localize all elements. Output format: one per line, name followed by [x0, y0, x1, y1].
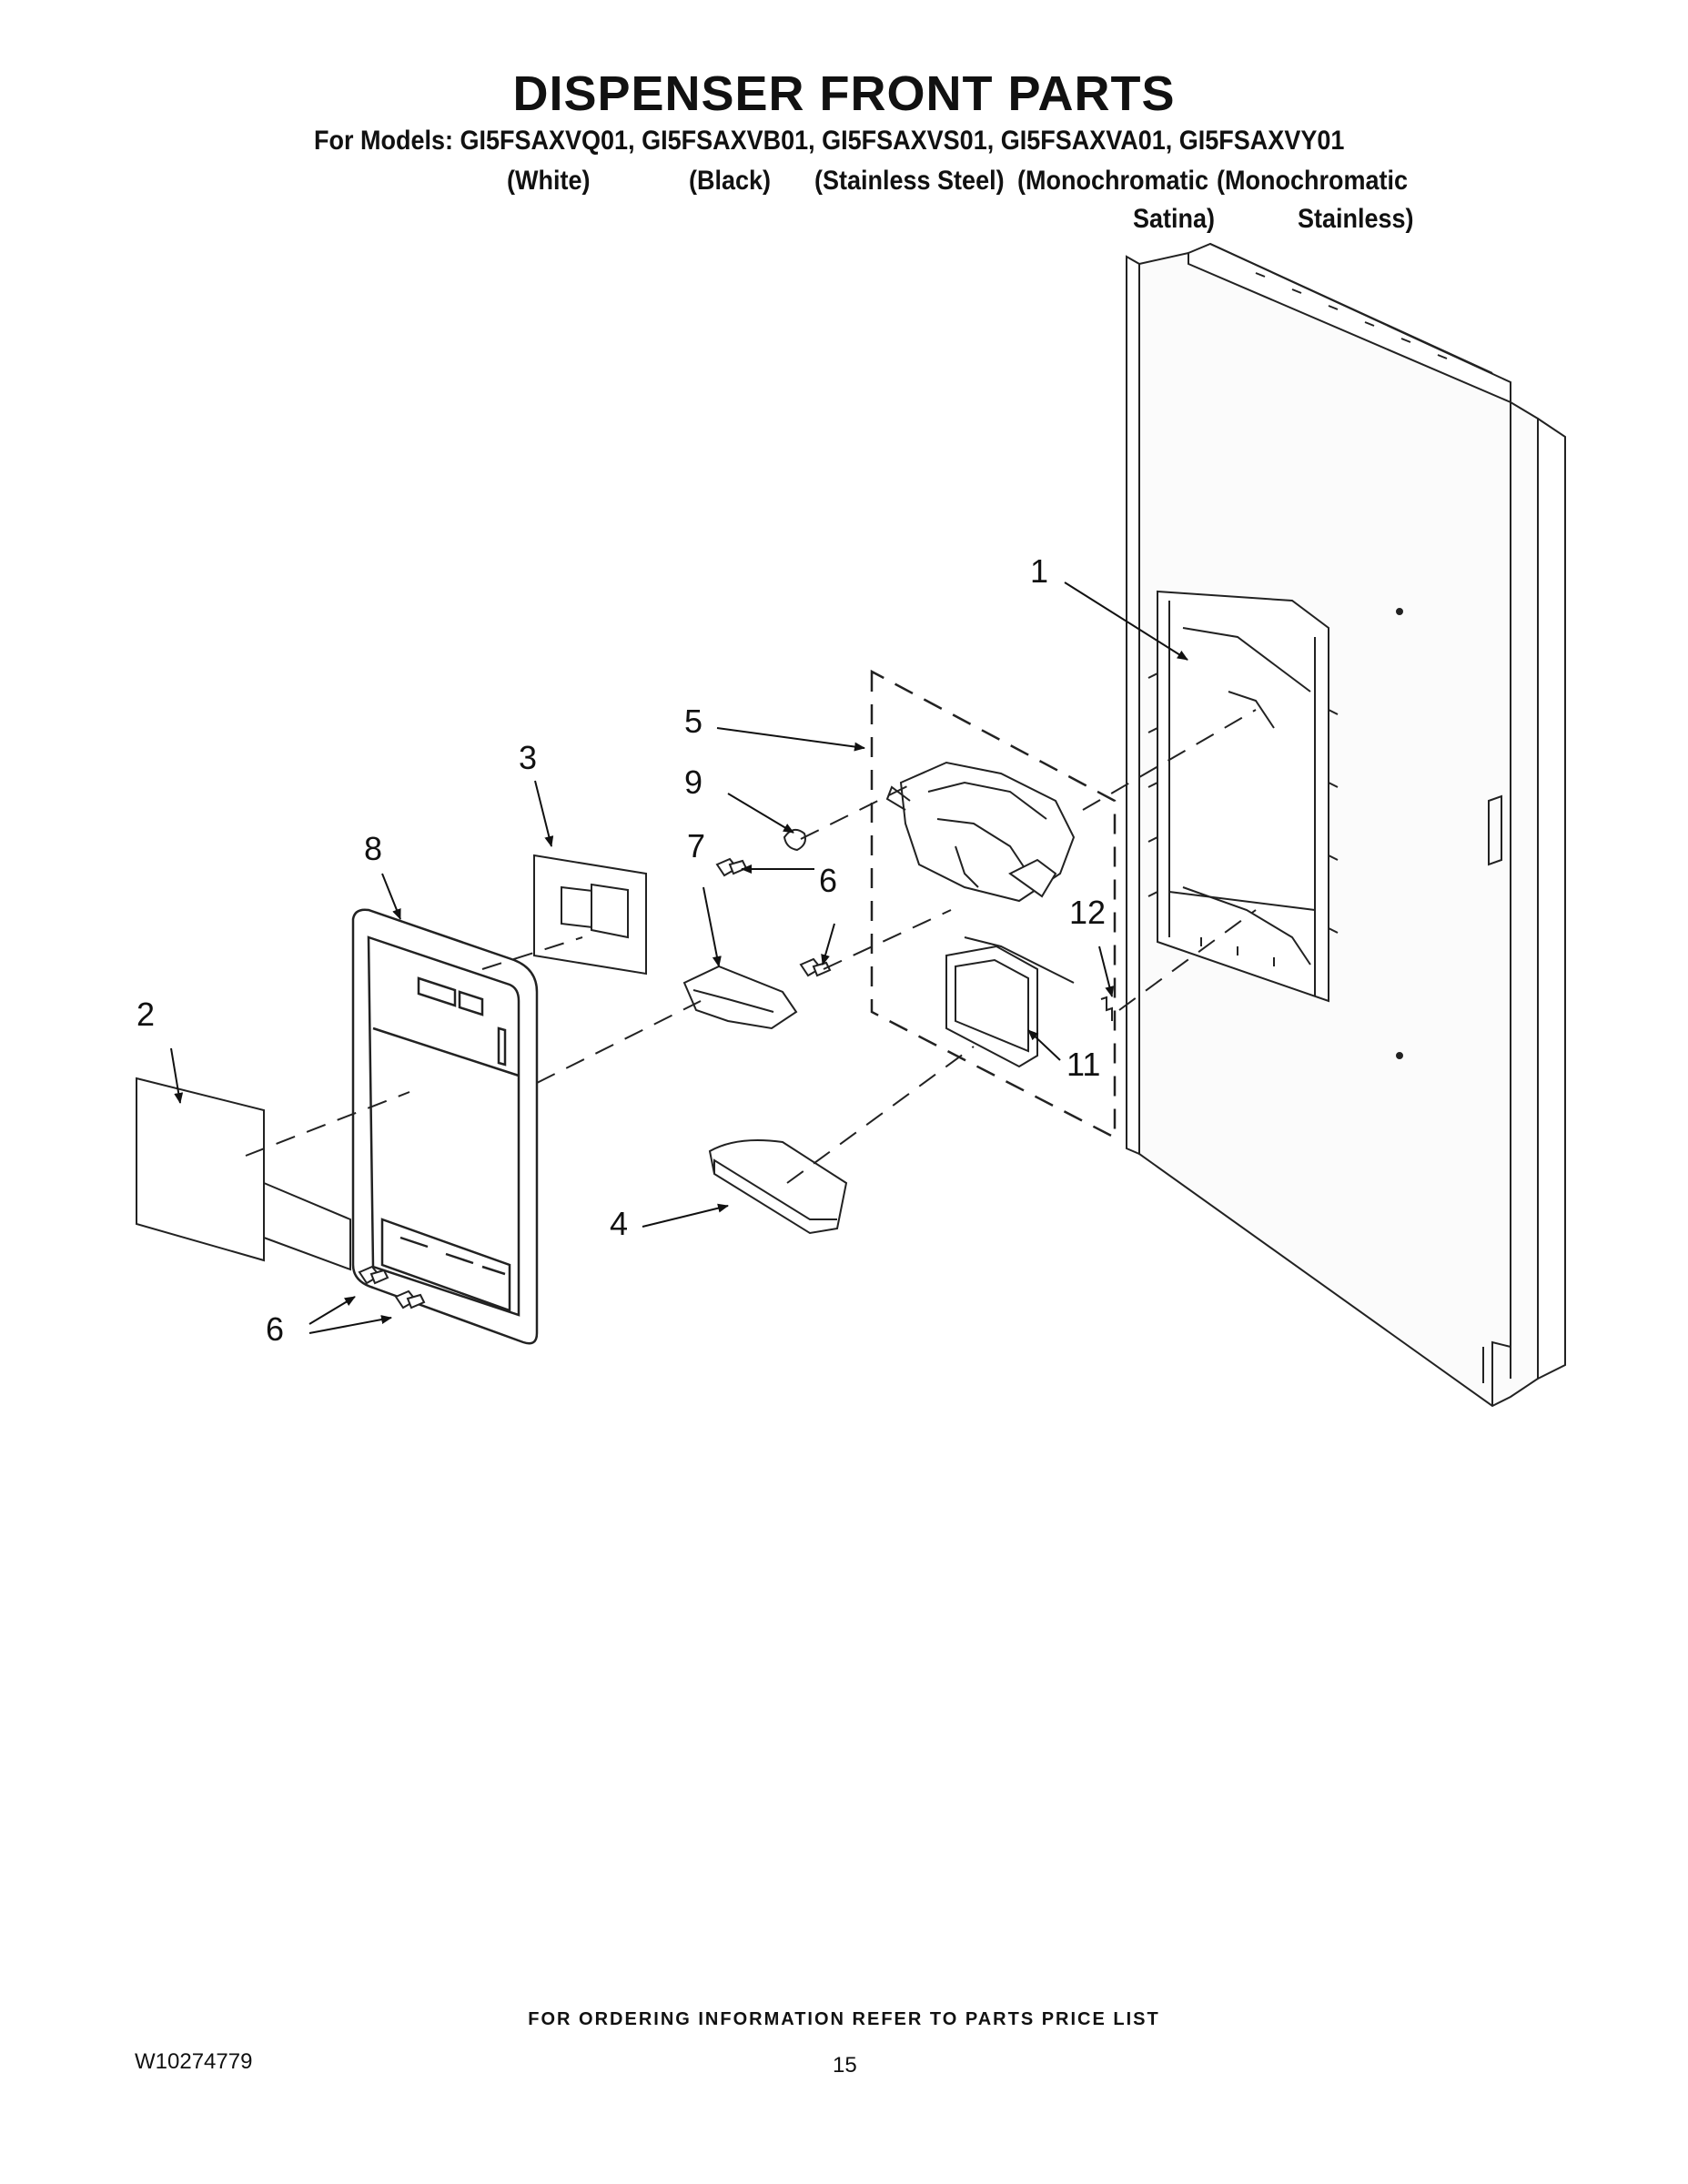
ordering-note: FOR ORDERING INFORMATION REFER TO PARTS …: [528, 2009, 1160, 2029]
part-3-control-board: [533, 854, 647, 976]
callout-leaders: [170, 581, 1188, 1334]
screw-upper-right: [799, 957, 832, 977]
screw-lower-right: [394, 1289, 426, 1309]
part-12-spring: [1100, 996, 1113, 1021]
callout-11: 11: [1066, 1046, 1101, 1083]
callout-9: 9: [684, 763, 703, 801]
door-panel: [1126, 242, 1566, 1408]
callout-12: 12: [1069, 894, 1107, 931]
document-number: W10274779: [135, 2049, 253, 2074]
variant-mono-stainless-line2: Stainless): [1298, 204, 1414, 234]
callout-3: 3: [519, 739, 538, 776]
callout-6-lower: 6: [266, 1310, 285, 1348]
variant-black: (Black): [689, 166, 772, 196]
alignment-lines: [245, 709, 1257, 1184]
callout-2: 2: [136, 996, 156, 1033]
part-11-paddle: [945, 936, 1075, 1068]
callout-5: 5: [684, 703, 703, 740]
models-line: For Models: GI5FSAXVQ01, GI5FSAXVB01, GI…: [314, 126, 1345, 156]
screw-upper-left: [715, 857, 748, 877]
variant-stainless-steel: (Stainless Steel): [814, 166, 1005, 196]
part-7-chute: [682, 965, 798, 1030]
part-8-frame: [351, 908, 539, 1345]
callout-6-upper: 6: [819, 862, 838, 899]
callout-8: 8: [364, 830, 383, 867]
page-number: 15: [833, 2053, 857, 2078]
callout-4: 4: [610, 1205, 629, 1242]
part-2-cover: [136, 1077, 351, 1271]
screw-lower-left: [358, 1265, 389, 1285]
part-4-drip-tray: [708, 1138, 848, 1235]
part-5-module: [885, 761, 1076, 903]
callout-7: 7: [687, 827, 706, 864]
variant-mono-stainless-line1: (Monochromatic: [1217, 166, 1409, 196]
page-title: DISPENSER FRONT PARTS: [512, 66, 1176, 121]
variant-mono-satina-line2: Satina): [1133, 204, 1216, 234]
part-9-clip: [783, 828, 806, 852]
callout-1: 1: [1030, 552, 1049, 590]
variant-white: (White): [507, 166, 591, 196]
variant-mono-satina-line1: (Monochromatic: [1017, 166, 1209, 196]
